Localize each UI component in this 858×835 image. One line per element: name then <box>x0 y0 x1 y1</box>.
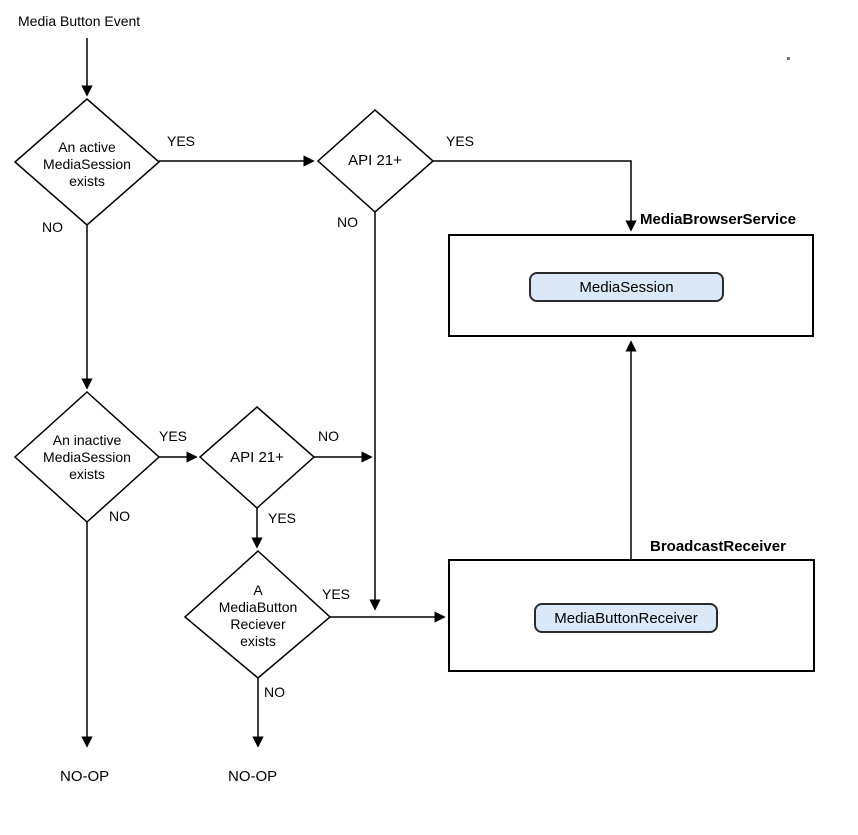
button-receiver-no-label: NO <box>264 684 285 700</box>
decision-active-session-diamond <box>13 98 161 226</box>
decision-button-receiver-line2: MediaButton <box>218 599 298 615</box>
active-session-yes-label: YES <box>167 133 196 149</box>
decision-inactive-session-diamond <box>13 390 161 524</box>
decision-inactive-session-line1: An inactive <box>52 432 122 448</box>
decision-button-receiver-line4: exists <box>240 633 276 649</box>
start-label: Media Button Event <box>18 13 141 29</box>
decision-inactive-session-text: An inactive MediaSession exists <box>12 432 162 483</box>
api21-top-no-label: NO <box>337 214 358 230</box>
decision-active-session-line3: exists <box>69 173 105 189</box>
noop-terminal-left: NO-OP <box>60 768 110 785</box>
broadcast-receiver-title: BroadcastReceiver <box>650 538 786 555</box>
stray-dot <box>787 57 790 60</box>
noop-terminal-right: NO-OP <box>228 768 278 785</box>
decision-api21-mid-diamond <box>198 406 316 510</box>
media-button-receiver-node-label: MediaButtonReceiver <box>554 609 698 627</box>
api21-top-yes-label: YES <box>446 133 475 149</box>
decision-active-session-text: An active MediaSession exists <box>12 139 162 190</box>
decision-active-session-line2: MediaSession <box>43 156 131 172</box>
decision-api21-top-diamond <box>316 108 435 214</box>
inactive-session-yes-label: YES <box>159 428 188 444</box>
decision-button-receiver-diamond <box>183 549 332 679</box>
decision-inactive-session-line3: exists <box>69 466 105 482</box>
decision-button-receiver-line1: A <box>253 582 263 598</box>
decision-api21-mid-text: API 21+ <box>230 449 284 466</box>
decision-button-receiver-line3: Reciever <box>230 616 286 632</box>
button-receiver-yes-label: YES <box>322 586 351 602</box>
active-session-no-label: NO <box>42 219 63 235</box>
media-browser-service-title: MediaBrowserService <box>640 211 796 228</box>
api21-mid-no-label: NO <box>318 428 339 444</box>
decision-api21-top-text: API 21+ <box>348 152 402 169</box>
media-session-node: MediaSession <box>529 272 724 302</box>
inactive-session-no-label: NO <box>109 508 130 524</box>
api21-mid-yes-label: YES <box>268 510 297 526</box>
media-session-node-label: MediaSession <box>579 278 674 296</box>
arrow-api21-top-yes <box>433 160 637 232</box>
decision-inactive-session-line2: MediaSession <box>43 449 131 465</box>
media-button-receiver-node: MediaButtonReceiver <box>534 603 718 633</box>
decision-button-receiver-text: A MediaButton Reciever exists <box>188 582 328 650</box>
decision-active-session-line1: An active <box>58 139 116 155</box>
